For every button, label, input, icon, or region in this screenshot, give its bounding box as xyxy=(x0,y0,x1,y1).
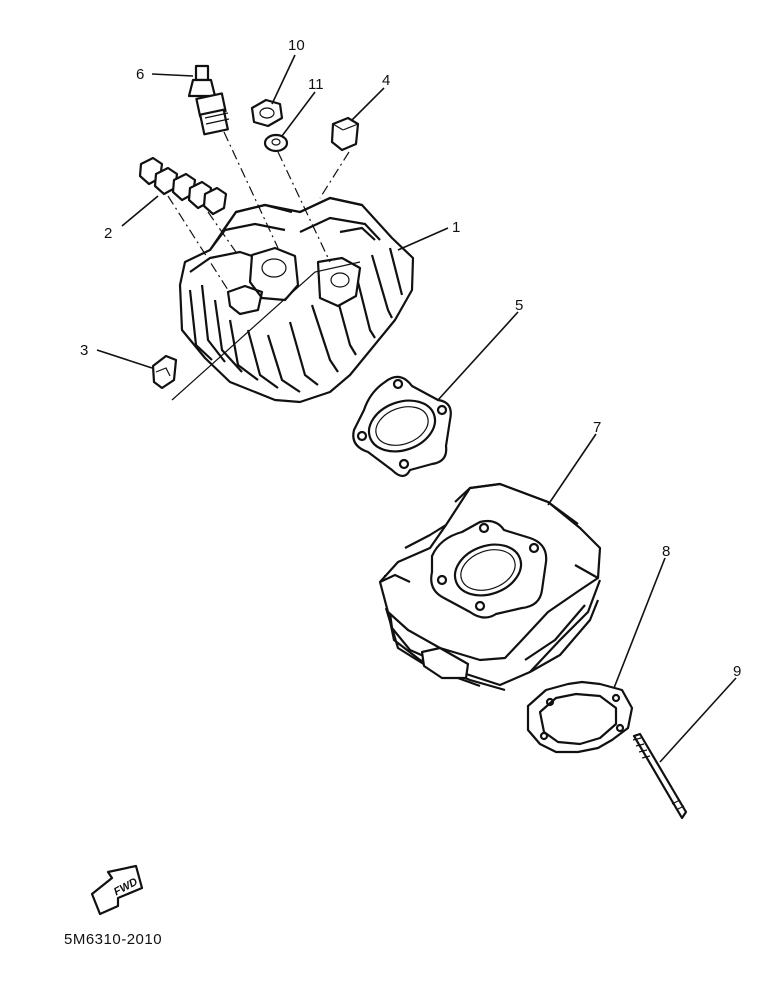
stud-bolt xyxy=(632,732,688,820)
cylinder-head xyxy=(178,196,415,404)
base-gasket xyxy=(526,680,634,754)
cap xyxy=(330,116,360,152)
part-labels: 6 10 11 4 2 1 3 5 7 8 9 xyxy=(80,37,741,680)
label-7: 7 xyxy=(593,419,601,436)
bolt-set xyxy=(138,156,228,216)
label-4: 4 xyxy=(382,72,390,89)
label-2: 2 xyxy=(104,225,112,242)
label-1: 1 xyxy=(452,219,460,236)
bracket xyxy=(151,354,178,390)
label-9: 9 xyxy=(733,663,741,680)
leader-lines xyxy=(96,54,737,763)
cylinder xyxy=(378,482,602,692)
label-6: 6 xyxy=(136,66,144,83)
assembly-lines xyxy=(167,131,361,401)
label-11: 11 xyxy=(308,76,324,93)
head-gasket xyxy=(352,375,452,478)
spark-plug xyxy=(187,64,230,136)
label-10: 10 xyxy=(288,37,305,54)
nut xyxy=(250,98,284,128)
label-5: 5 xyxy=(515,297,523,314)
label-8: 8 xyxy=(662,543,670,560)
label-3: 3 xyxy=(80,342,88,359)
fwd-arrow-icon: FWD xyxy=(90,864,144,916)
drawing-code: 5M6310-2010 xyxy=(64,931,162,948)
washer xyxy=(263,133,289,153)
